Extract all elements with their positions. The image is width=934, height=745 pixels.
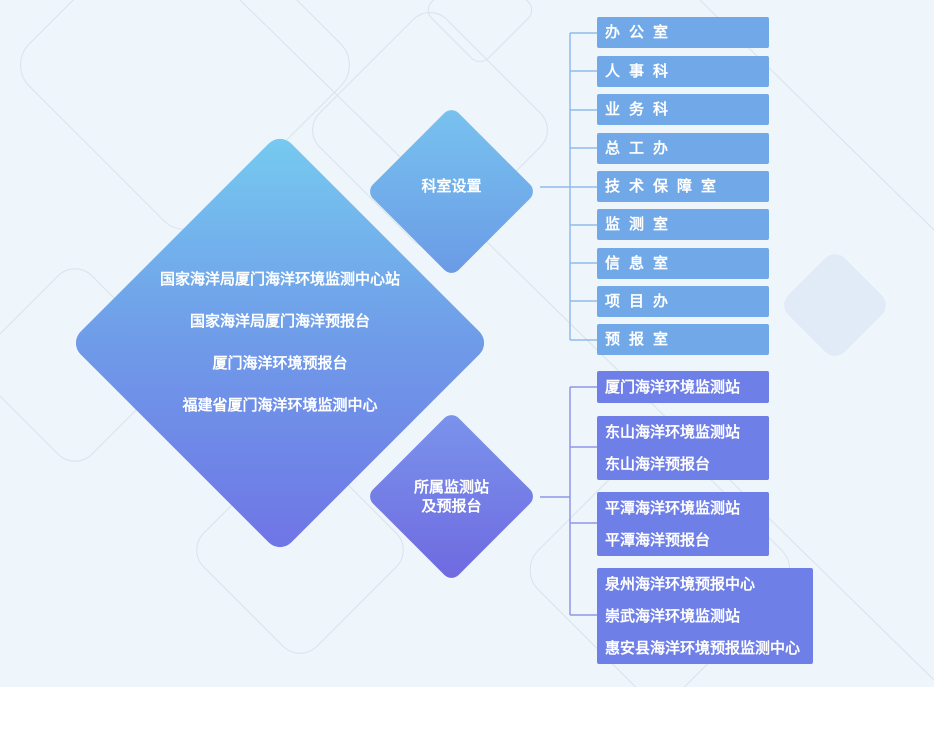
main-org-name: 国家海洋局厦门海洋预报台 [189,312,370,330]
stations-label-line: 及预报台 [421,497,482,515]
main-org-name: 国家海洋局厦门海洋环境监测中心站 [159,270,400,288]
stations-label-line: 所属监测站 [413,478,489,496]
department-box: 监测室 [597,209,769,240]
department-box: 总工办 [597,133,769,164]
station-name: 厦门海洋环境监测站 [605,378,741,396]
stations-label: 所属监测站 及预报台 [391,478,512,516]
department-box: 人事科 [597,56,769,87]
station-group-box: 厦门海洋环境监测站 [597,371,769,403]
station-name: 东山海洋预报台 [605,455,711,473]
background-decoration [0,0,934,687]
main-org-names: 国家海洋局厦门海洋环境监测中心站 国家海洋局厦门海洋预报台 厦门海洋环境预报台 … [126,262,434,430]
station-name: 泉州海洋环境预报中心 [605,575,756,593]
department-box: 项目办 [597,286,769,317]
station-group-box: 东山海洋环境监测站 东山海洋预报台 [597,416,769,480]
department-box: 技术保障室 [597,171,769,202]
station-name: 平潭海洋预报台 [605,531,711,549]
main-org-name: 厦门海洋环境预报台 [212,354,348,372]
station-name: 东山海洋环境监测站 [605,423,741,441]
department-box: 业务科 [597,94,769,125]
station-name: 平潭海洋环境监测站 [605,499,741,517]
main-org-name: 福建省厦门海洋环境监测中心 [182,396,378,414]
station-group-box: 泉州海洋环境预报中心 崇武海洋环境监测站 惠安县海洋环境预报监测中心 [597,568,813,664]
department-box: 办公室 [597,17,769,48]
station-group-box: 平潭海洋环境监测站 平潭海洋预报台 [597,492,769,556]
departments-label: 科室设置 [421,177,482,195]
station-name: 崇武海洋环境监测站 [605,607,741,625]
department-box: 信息室 [597,248,769,279]
diagram-panel: 国家海洋局厦门海洋环境监测中心站 国家海洋局厦门海洋预报台 厦门海洋环境预报台 … [0,0,934,687]
connector-lines [540,32,597,616]
station-name: 惠安县海洋环境预报监测中心 [605,639,801,657]
department-box: 预报室 [597,324,769,355]
